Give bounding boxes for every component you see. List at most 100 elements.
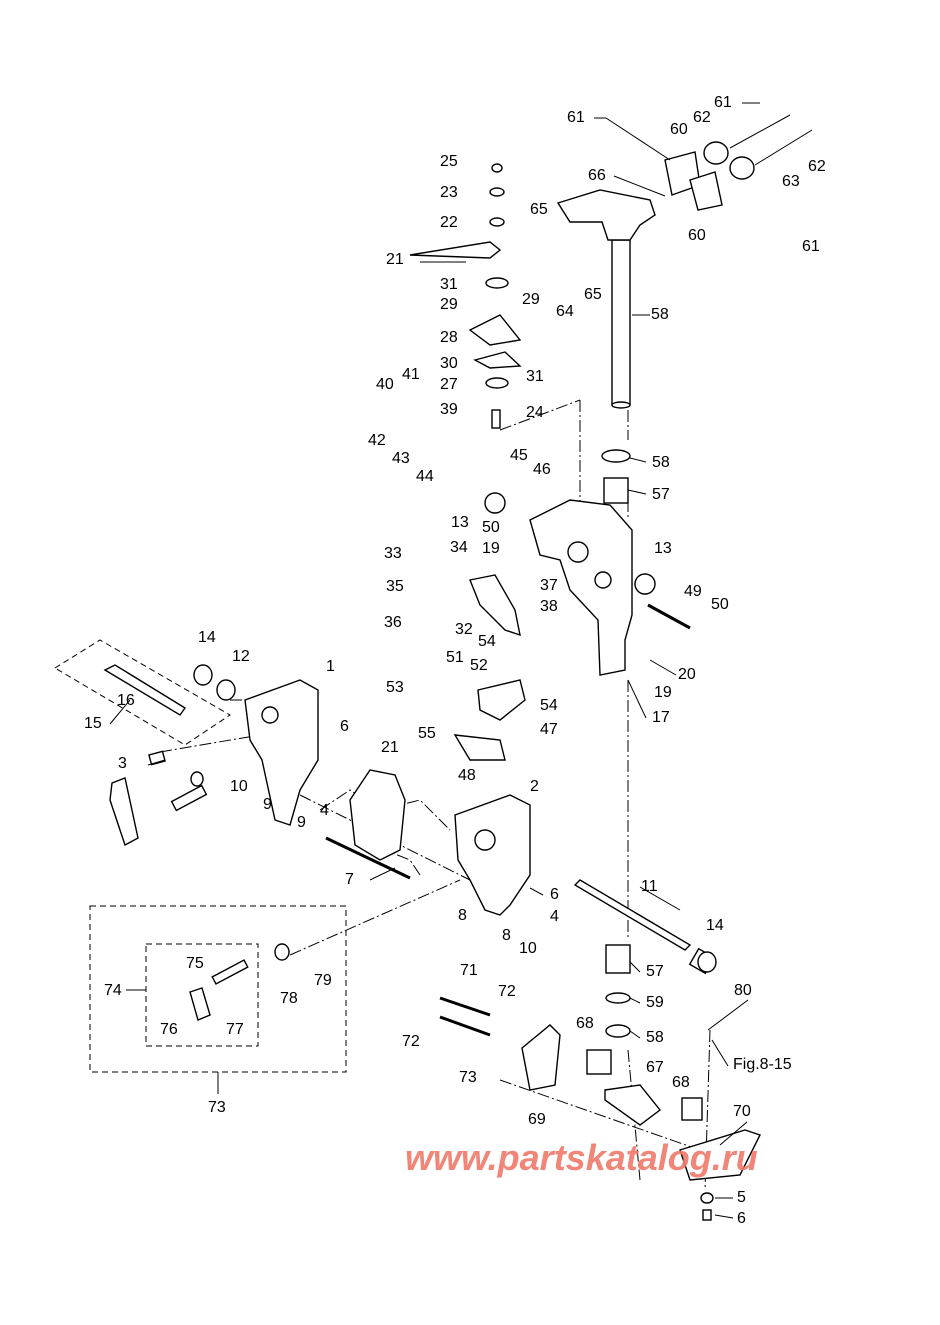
label-15: 15 <box>84 715 102 732</box>
label-13b: 13 <box>654 540 672 557</box>
label-68a: 68 <box>576 1015 594 1032</box>
plate-28-part <box>468 314 522 346</box>
label-53: 53 <box>386 679 404 696</box>
clamp-bracket-right-part <box>454 794 531 916</box>
assembly-lines <box>159 399 711 1191</box>
label-36: 36 <box>384 614 402 631</box>
rod-16-part <box>103 664 187 716</box>
label-52: 52 <box>470 657 488 674</box>
label-50a: 50 <box>482 519 500 536</box>
bush-13a-part <box>484 492 506 514</box>
label-57b: 57 <box>646 963 664 980</box>
label-1: 1 <box>326 658 335 675</box>
label-40: 40 <box>376 376 394 393</box>
label-62b: 62 <box>808 158 826 175</box>
label-54a: 54 <box>478 633 496 650</box>
label-23: 22 <box>440 214 458 231</box>
label-25: 24 <box>526 404 544 421</box>
upper-mount-parts <box>664 114 813 211</box>
label-6a: 6 <box>340 718 349 735</box>
label-47: 47 <box>540 721 558 738</box>
label-58a: 58 <box>652 454 670 471</box>
label-5: 5 <box>737 1189 746 1206</box>
label-67: 67 <box>646 1059 664 1076</box>
label-29a: 29 <box>440 296 458 313</box>
label-74: 74 <box>104 982 122 999</box>
label-30: 30 <box>440 355 458 372</box>
washer-column <box>485 163 509 429</box>
label-8a: 8 <box>458 907 467 924</box>
bolt-71b-part <box>439 1015 491 1037</box>
label-41: 41 <box>402 366 420 383</box>
label-68b: 68 <box>672 1074 690 1091</box>
label-60a: 60 <box>670 121 688 138</box>
steering-bracket-part <box>556 189 656 241</box>
label-17: 17 <box>652 709 670 726</box>
label-71b: 72 <box>402 1033 420 1050</box>
label-50b: 50 <box>711 596 729 613</box>
block-68a-part <box>586 1049 612 1075</box>
label-8b: 8 <box>502 927 511 944</box>
label-62a: 61 <box>714 94 732 111</box>
label-72a: 72 <box>498 983 516 1000</box>
label-37: 37 <box>540 577 558 594</box>
label-22: 21 <box>386 251 404 268</box>
label-65a: 65 <box>530 201 548 218</box>
label-3: 3 <box>118 755 127 772</box>
label-54b: 54 <box>540 697 558 714</box>
bush-12-part <box>216 679 236 701</box>
label-60b: 60 <box>688 227 706 244</box>
leader-lines <box>109 102 760 1219</box>
label-9a: 9 <box>263 796 272 813</box>
label-63b: 63 <box>782 173 800 190</box>
left-pin-group <box>109 771 208 847</box>
label-76: 76 <box>160 1021 178 1038</box>
label-71a: 71 <box>460 962 478 979</box>
label-65b: 65 <box>584 286 602 303</box>
label-51: 51 <box>446 649 464 666</box>
label-55: 55 <box>418 725 436 742</box>
washer-78-part <box>274 943 290 961</box>
label-20: 20 <box>678 666 696 683</box>
plate-76-part <box>189 987 211 1021</box>
label-42: 42 <box>368 432 386 449</box>
bolt-6-part <box>702 1209 712 1221</box>
label-33: 33 <box>384 545 402 562</box>
label-73: 73 <box>208 1099 226 1116</box>
label-27: 27 <box>440 376 458 393</box>
bush-13b-part <box>634 573 656 595</box>
label-28: 28 <box>440 329 458 346</box>
label-35: 35 <box>386 578 404 595</box>
label-63a: 62 <box>693 109 711 126</box>
label-31a: 31 <box>440 276 458 293</box>
label-16: 16 <box>117 692 135 709</box>
label-70: 70 <box>733 1103 751 1120</box>
label-72b: 73 <box>459 1069 477 1086</box>
steering-shaft-part <box>611 239 631 409</box>
label-19a: 19 <box>482 540 500 557</box>
label-46: 46 <box>533 461 551 478</box>
label-32: 32 <box>455 621 473 638</box>
label-6c: 6 <box>737 1210 746 1227</box>
label-58b: 58 <box>646 1029 664 1046</box>
label-fig: Fig.8-15 <box>733 1056 792 1073</box>
stopper-67-part <box>604 1084 661 1126</box>
label-48: 48 <box>458 767 476 784</box>
label-38: 38 <box>540 598 558 615</box>
clamp-bracket-left-part <box>244 679 319 826</box>
label-77: 77 <box>226 1021 244 1038</box>
label-2: 2 <box>530 778 539 795</box>
bushing-parts <box>601 449 631 1038</box>
bush-14-part <box>193 664 213 686</box>
label-14b: 14 <box>706 917 724 934</box>
label-11: 11 <box>641 878 658 895</box>
label-19b: 19 <box>654 684 672 701</box>
spring-bracket-47-part <box>477 679 526 721</box>
label-64: 64 <box>556 303 574 320</box>
label-69: 69 <box>528 1111 546 1128</box>
label-43: 43 <box>392 450 410 467</box>
label-39: 39 <box>440 401 458 418</box>
label-21: 21 <box>381 739 399 756</box>
label-10b: 10 <box>519 940 537 957</box>
thrust-plate-part <box>349 769 406 861</box>
